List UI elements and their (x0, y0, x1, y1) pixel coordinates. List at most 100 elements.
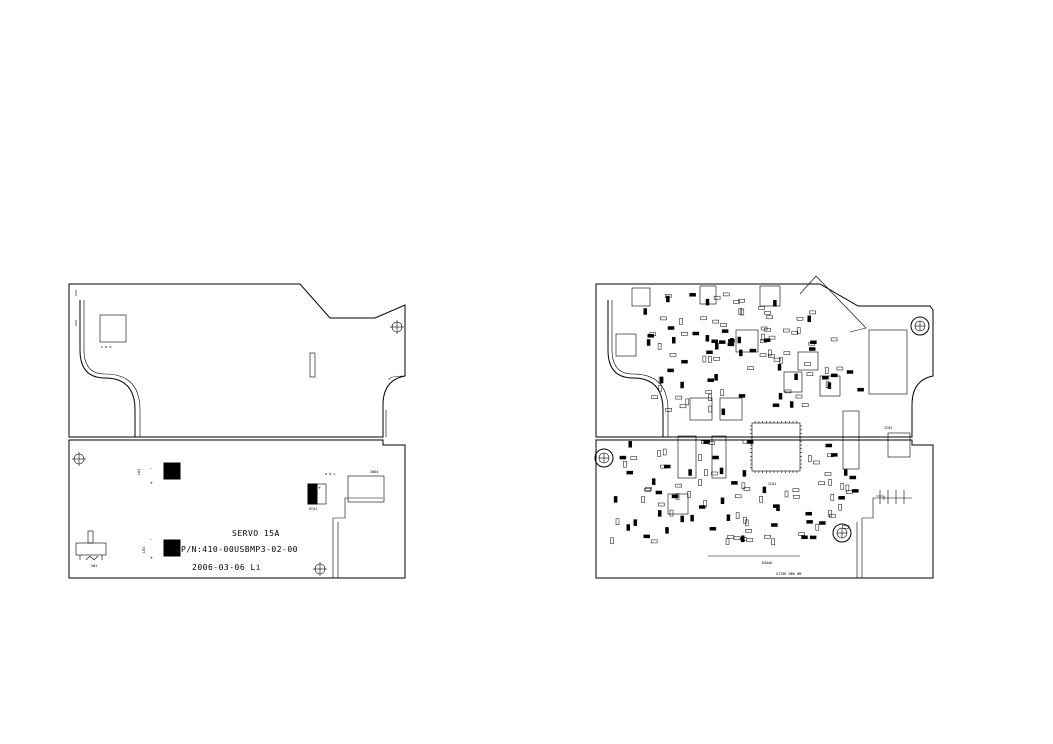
smd-pad (824, 367, 829, 374)
smd-pad (758, 306, 765, 310)
right-board: IC01 IC02 XIT8E 8BU (594, 275, 934, 579)
smd-pad (783, 328, 790, 333)
screw-icon (910, 316, 930, 336)
smd-pad (737, 336, 742, 344)
smd-pad (818, 481, 825, 485)
smd-pad (703, 440, 710, 444)
screw-icon (832, 523, 852, 543)
smd-pad (680, 515, 684, 523)
ic-small-ic02 (887, 432, 911, 458)
smd-pad (610, 537, 614, 545)
smd-pad (808, 347, 816, 351)
smd-pad (746, 538, 754, 542)
smd-pad (813, 460, 820, 465)
smd-pad (665, 527, 669, 534)
smd-pad (718, 340, 726, 344)
smd-pad (708, 356, 712, 363)
smd-pad (806, 372, 814, 376)
svg-text:+: + (318, 486, 321, 491)
svg-text:D3AAE: D3AAE (762, 561, 773, 565)
smd-pad (838, 503, 842, 511)
smd-pad (815, 523, 820, 531)
smd-pad (836, 366, 844, 371)
smd-pad (783, 351, 791, 355)
smd-pad (721, 329, 729, 333)
smd-pad (711, 471, 718, 476)
smd-pad (845, 484, 850, 492)
smd-pad (641, 496, 645, 503)
label-sw1: SW1 (91, 564, 97, 568)
smd-pad (733, 536, 741, 540)
smd-pad (743, 516, 747, 524)
smd-pad (720, 497, 725, 505)
smd-pad (838, 496, 845, 500)
smd-pad (828, 510, 832, 517)
svg-text:-: - (150, 467, 153, 472)
label-ec01: EC01 (309, 507, 317, 511)
smd-pad (665, 408, 672, 412)
smd-pad (806, 520, 813, 524)
smd-pad (657, 343, 662, 350)
smd-pad (623, 460, 627, 468)
smd-pad (689, 293, 696, 297)
smd-pad (687, 491, 691, 498)
cbe-label-top: c b e (101, 345, 112, 349)
smd-pad (731, 481, 738, 485)
smd-pad (804, 362, 811, 366)
smd-pad (825, 443, 833, 448)
smd-pad (747, 366, 754, 370)
smd-pad (824, 472, 832, 476)
smd-pad (771, 538, 775, 546)
smd-pad (675, 493, 680, 500)
smd-pad (777, 364, 782, 371)
smd-pad (626, 470, 634, 475)
crosshair-icon (313, 562, 327, 576)
smd-pad (795, 394, 803, 399)
smd-pad (633, 519, 638, 526)
smd-pad (707, 378, 714, 382)
smd-pad (658, 384, 663, 392)
smd-pad (698, 454, 702, 461)
smd-pad (843, 469, 848, 476)
smd-pad (764, 534, 771, 539)
smd-pad (846, 370, 854, 374)
smd-pad (643, 534, 650, 539)
smd-pad (657, 450, 661, 457)
smd-pad (720, 323, 727, 327)
smd-pad (792, 488, 800, 492)
date-author: 2006-03-06 Li (192, 563, 261, 572)
smd-pad (664, 464, 671, 469)
right-board-upper-outline (595, 283, 934, 438)
smd-pad (708, 405, 713, 413)
right-board-lower-outline (595, 439, 934, 579)
smd-pad (738, 308, 743, 315)
smd-pad (722, 292, 730, 297)
smd-pad (810, 340, 817, 345)
smd-pad (759, 353, 767, 357)
smd-pad (692, 331, 700, 336)
smd-pad (766, 315, 773, 320)
ic-main-ic01 (751, 422, 801, 472)
svg-text:+: + (150, 481, 153, 486)
smd-pad (700, 316, 707, 321)
smd-pad (708, 394, 712, 401)
smd-pad (764, 327, 771, 332)
smd-pad (698, 505, 706, 509)
smd-pad (762, 486, 767, 494)
smd-pad (698, 479, 702, 486)
smd-pad (669, 509, 674, 517)
smd-pad (679, 404, 687, 409)
smd-pad (741, 535, 745, 543)
slot-mark (309, 352, 316, 378)
smd-pad (733, 300, 740, 304)
smd-pad (711, 339, 718, 344)
label-cn04: CN04 (370, 470, 378, 474)
smd-pad (703, 500, 707, 507)
smd-pad (680, 381, 684, 389)
smd-pad (667, 368, 674, 373)
smd-pad (712, 319, 719, 324)
smd-pad (671, 494, 679, 499)
smd-pad (801, 403, 809, 407)
smd-pad (705, 335, 710, 342)
